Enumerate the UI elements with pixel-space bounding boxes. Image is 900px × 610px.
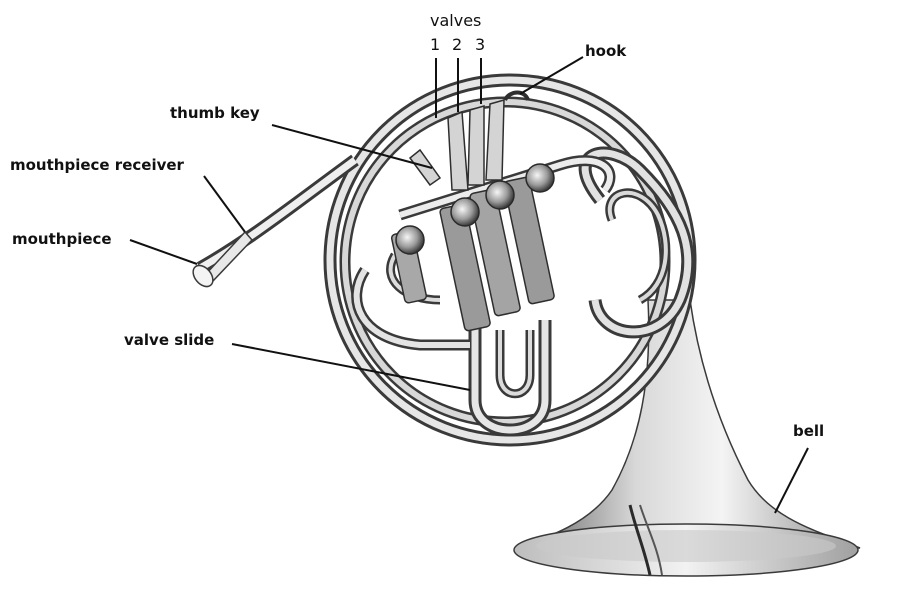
- hook-label: hook: [585, 42, 627, 60]
- thumb-key-leader: [271, 124, 433, 169]
- valve-casings: [390, 176, 555, 332]
- bell-leader: [774, 447, 809, 514]
- valve-caps: [395, 163, 555, 255]
- hook-leader: [519, 56, 584, 95]
- tubing-crooks: [351, 146, 695, 437]
- finger-hook: [503, 90, 530, 102]
- mouthpiece-receiver-label: mouthpiece receiver: [10, 156, 184, 174]
- bell-label: bell: [793, 422, 825, 440]
- valve-1-label: 1: [430, 35, 441, 54]
- bell-shape: [513, 299, 861, 577]
- finger-keys: [408, 98, 505, 191]
- valve-2-label: 2: [452, 35, 463, 54]
- leader-lines: [129, 56, 809, 514]
- valves-label: valves: [430, 11, 482, 30]
- leadpipe: [192, 154, 359, 288]
- valve-slide-label: valve slide: [124, 331, 215, 349]
- valve-3-label: 3: [475, 35, 486, 54]
- mouthpiece-leader: [129, 239, 198, 265]
- mouthpiece-receiver-leader: [203, 175, 246, 233]
- thumb-key-label: thumb key: [170, 104, 260, 122]
- mouthpiece-label: mouthpiece: [12, 230, 112, 248]
- valve-slide-leader: [231, 343, 471, 391]
